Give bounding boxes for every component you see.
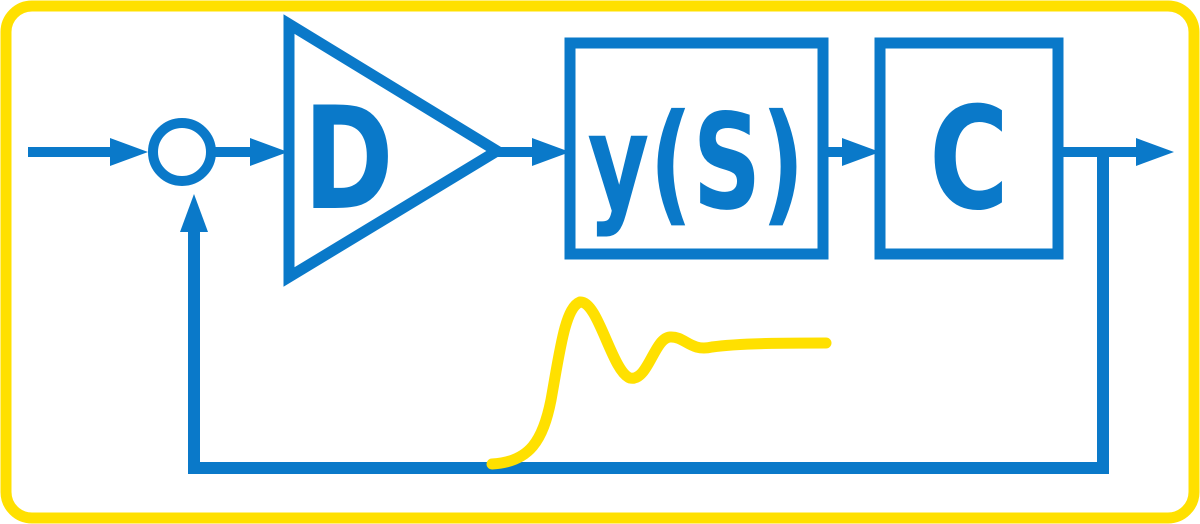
plant-to-output-block-arrow xyxy=(823,138,880,166)
plant-block: y(S) xyxy=(564,37,829,260)
junction-to-gain-arrow xyxy=(211,138,288,166)
plant-label: y(S) xyxy=(587,87,804,240)
input-arrow xyxy=(28,138,148,166)
output-block: C xyxy=(874,37,1064,260)
step-response-curve xyxy=(486,296,832,470)
gain-label: D xyxy=(303,78,393,243)
gain-to-plant-arrow xyxy=(497,138,570,166)
gain-block: D xyxy=(283,14,508,287)
feedback-path xyxy=(188,152,1109,474)
output-block-label: C xyxy=(929,78,1009,243)
feedback-arrowhead xyxy=(180,194,208,232)
summing-junction xyxy=(148,118,216,186)
